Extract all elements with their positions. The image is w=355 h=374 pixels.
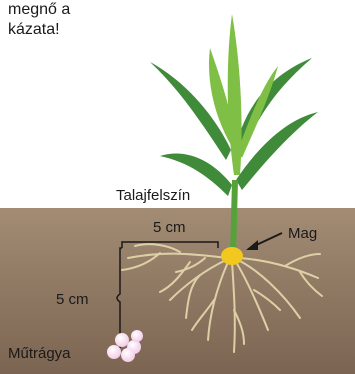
seed-label: Mag xyxy=(288,225,317,242)
vertical-distance-label: 5 cm xyxy=(56,291,89,308)
caption-line-2: kázata! xyxy=(8,21,60,38)
horizontal-distance-label: 5 cm xyxy=(153,219,186,236)
soil-surface-label: Talajfelszín xyxy=(116,187,190,204)
caption-line-1: megnő a xyxy=(8,1,70,18)
fertilizer-label: Műtrágya xyxy=(8,345,71,362)
plant-leaves xyxy=(150,14,318,196)
seed-icon xyxy=(221,247,243,265)
